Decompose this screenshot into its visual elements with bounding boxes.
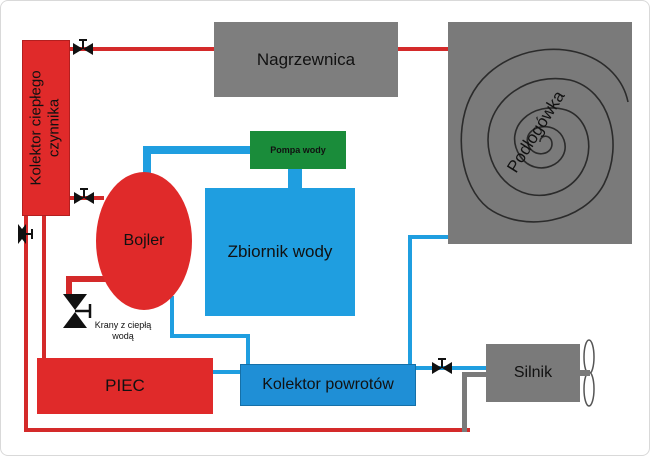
hot-pipe-nagrzewnica-podlogowka: [398, 47, 450, 51]
water-pipe-to-bojler: [143, 146, 151, 182]
return-pipe-podlogowka-across: [408, 235, 450, 239]
furnace: PIEC: [37, 358, 213, 414]
tap-pipe-vertical: [66, 276, 72, 298]
tap-valve-icon[interactable]: [58, 292, 92, 330]
hot-pipe-bottom: [24, 428, 470, 432]
valve-icon-bojler[interactable]: [72, 188, 96, 208]
propeller-icon: [580, 339, 595, 407]
hot-water-taps-label: Krany z ciepłą wodą: [94, 320, 152, 341]
water-pipe-pump-tank: [288, 168, 302, 190]
engine-pipe-down: [462, 374, 467, 432]
return-pipe-piec: [213, 370, 241, 374]
return-pipe-bojler-across: [170, 334, 250, 338]
water-pipe-pump-left: [143, 146, 253, 154]
engine: Silnik: [486, 344, 580, 402]
hot-medium-collector-label: Kolektor ciepłego czynnika: [28, 70, 64, 186]
valve-icon-left-riser[interactable]: [12, 222, 34, 246]
engine-label: Silnik: [513, 364, 553, 381]
hot-pipe-left-riser: [24, 216, 28, 432]
return-pipe-bojler-into: [246, 334, 250, 366]
tap-pipe-horizontal: [66, 276, 106, 282]
return-collector-label: Kolektor powrotów: [262, 376, 394, 393]
water-pump-label: Pompa wody: [270, 145, 326, 155]
heater-unit: Nagrzewnica: [214, 22, 398, 97]
boiler-label: Bojler: [123, 232, 165, 249]
return-pipe-bojler-down: [170, 296, 174, 336]
water-tank-label: Zbiornik wody: [227, 242, 333, 261]
hot-pipe-top: [70, 47, 218, 51]
water-pump: Pompa wody: [250, 131, 346, 169]
water-tank: Zbiornik wody: [205, 188, 355, 316]
return-collector: Kolektor powrotów: [240, 364, 416, 406]
engine-pipe-join: [462, 372, 488, 377]
floor-heating: Podłogówka: [448, 22, 632, 244]
heater-unit-label: Nagrzewnica: [256, 49, 356, 69]
return-pipe-podlogowka-down: [408, 235, 412, 366]
hot-medium-collector: Kolektor ciepłego czynnika: [22, 40, 70, 216]
hot-pipe-piec-up: [42, 215, 46, 360]
valve-icon-engine-return[interactable]: [430, 358, 454, 378]
floor-heating-spiral: [460, 48, 629, 223]
valve-icon-top[interactable]: [71, 39, 95, 59]
boiler: Bojler: [96, 172, 192, 310]
furnace-label: PIEC: [105, 376, 145, 395]
